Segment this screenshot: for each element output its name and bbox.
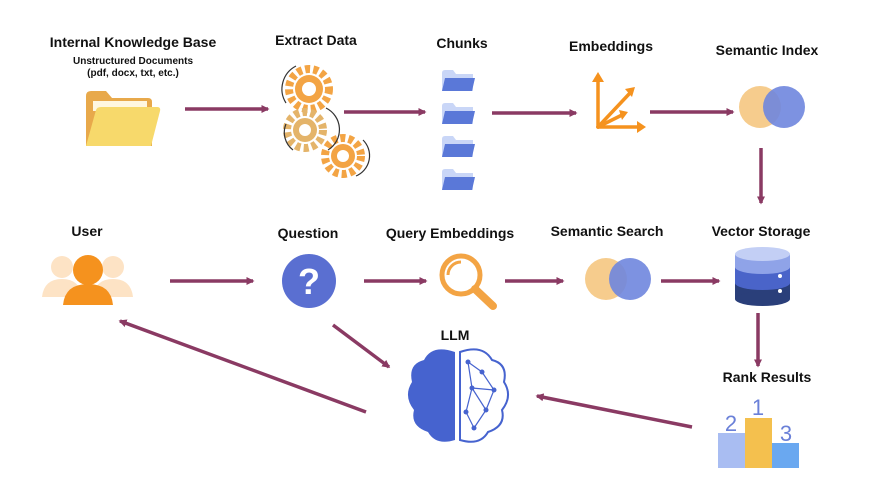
vector-storage-title: Vector Storage [712,223,811,239]
brain-icon [407,348,509,443]
vector-axes-icon [592,72,646,133]
semantic-index-title: Semantic Index [716,42,819,58]
edge-rank-results-to-llm [535,393,693,429]
knowledge-base-subtitle-2: (pdf, docx, txt, etc.) [87,68,179,79]
podium-second-place: 2 [725,411,737,436]
folder-icon [86,91,161,146]
chunks-title: Chunks [436,35,488,51]
knowledge-base-subtitle-1: Unstructured Documents [73,56,193,67]
labels: Internal Knowledge Base Unstructured Doc… [50,32,819,385]
venn-icon [739,86,805,128]
users-icon [42,255,133,305]
user-title: User [71,223,103,239]
embeddings-title: Embeddings [569,38,653,54]
venn-icon [585,258,651,300]
semantic-search-title: Semantic Search [551,223,664,239]
edge-llm-to-user [118,319,367,414]
gears-icon [281,65,371,178]
question-title: Question [278,225,339,241]
question-glyph: ? [298,261,320,302]
folders-stack-icon [442,70,475,190]
podium-third-place: 3 [780,421,792,446]
extract-data-title: Extract Data [275,32,357,48]
rank-results-title: Rank Results [723,369,812,385]
query-embeddings-title: Query Embeddings [386,225,515,241]
podium-icon: 2 1 3 [718,395,799,468]
podium-first-place: 1 [752,395,764,420]
question-icon: ? [282,254,336,308]
edges [118,105,765,429]
llm-title: LLM [441,327,470,343]
magnifier-icon [439,253,497,310]
database-icon [735,247,790,306]
edge-question-to-llm [331,323,391,369]
knowledge-base-title: Internal Knowledge Base [50,34,217,50]
